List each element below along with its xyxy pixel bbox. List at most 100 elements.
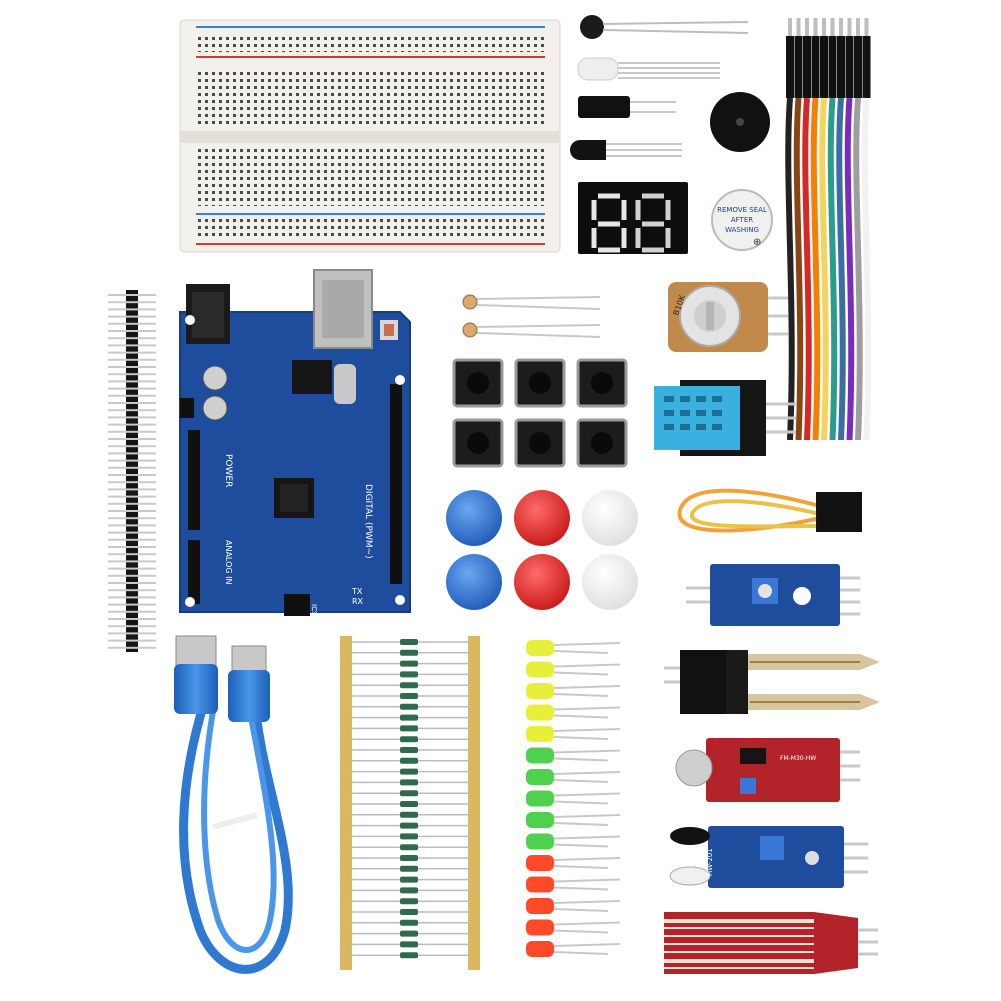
resistor-body xyxy=(400,822,418,829)
jumper-housing xyxy=(811,36,820,98)
led xyxy=(526,855,554,871)
led-lead xyxy=(553,671,609,676)
led xyxy=(526,898,554,914)
jumper-wire xyxy=(861,97,872,441)
resistor-body xyxy=(400,811,418,818)
header-pin xyxy=(108,409,156,412)
header-pin xyxy=(108,294,156,296)
jumper-housing xyxy=(845,36,854,98)
led-lead xyxy=(553,779,609,783)
led-lead xyxy=(553,929,609,934)
header-pin xyxy=(108,502,156,505)
header-pin xyxy=(108,646,156,649)
led-lead xyxy=(553,835,621,840)
tilt-switch xyxy=(578,96,676,118)
jumper-wire xyxy=(793,97,804,441)
resistor-body xyxy=(400,660,418,667)
tactile-button-plunger xyxy=(591,372,613,394)
resistor-body xyxy=(400,703,418,710)
button-cap xyxy=(514,490,570,546)
header-pin xyxy=(108,416,156,419)
resistor-body xyxy=(400,952,418,959)
header-pin xyxy=(108,582,156,584)
led-lead xyxy=(553,814,621,818)
jumper-pin xyxy=(788,18,792,36)
led xyxy=(526,941,554,957)
sound-sensor-module: FM-M30-HW xyxy=(675,738,860,802)
resistor-body xyxy=(400,725,418,732)
led-lead xyxy=(553,792,621,797)
jumper-wire xyxy=(785,97,795,441)
header-pin xyxy=(108,610,156,613)
led xyxy=(526,769,554,785)
led-lead xyxy=(553,886,609,891)
header-pin xyxy=(108,402,156,404)
header-pin xyxy=(108,538,156,541)
jumper-wire xyxy=(844,97,855,441)
flame-sensor-module: HW-201 xyxy=(669,826,868,888)
led-lead xyxy=(553,865,609,869)
led xyxy=(526,812,554,828)
jumper-wire xyxy=(802,97,812,441)
header-pin xyxy=(108,517,156,520)
led xyxy=(526,790,554,807)
header-pin xyxy=(108,387,156,390)
resistor-body xyxy=(400,919,418,926)
seven-segment-display xyxy=(578,182,688,254)
header-pin xyxy=(108,452,156,455)
header-pin xyxy=(108,524,156,527)
jumper-wire xyxy=(810,97,821,441)
resistor-tape xyxy=(340,636,480,970)
header-pin xyxy=(108,510,156,512)
led-lead xyxy=(553,757,609,762)
led-lead xyxy=(553,951,609,955)
led-lead xyxy=(553,908,609,912)
header-pin xyxy=(108,488,156,491)
analog-label: ANALOG IN xyxy=(224,540,233,585)
rx-label: RX xyxy=(352,597,364,606)
header-pin xyxy=(108,589,156,592)
header-pin xyxy=(108,366,156,368)
resistor-body xyxy=(400,930,418,937)
header-pin xyxy=(108,596,156,599)
header-pin xyxy=(108,625,156,628)
jumper-housing xyxy=(837,36,845,98)
resistor-body xyxy=(400,779,418,786)
led-lead xyxy=(553,921,621,926)
breadboard xyxy=(179,19,561,253)
thermistor xyxy=(580,15,749,39)
header-pin xyxy=(108,632,156,635)
header-pin xyxy=(108,546,156,548)
header-pin xyxy=(108,574,156,577)
led xyxy=(526,661,554,678)
jumper-pin xyxy=(847,18,852,36)
resistor-body xyxy=(400,757,418,764)
header-pin xyxy=(108,567,156,570)
led-lead xyxy=(553,642,621,646)
pin-header-strip xyxy=(108,290,156,652)
jumper-housing xyxy=(794,36,803,98)
jumper-pin xyxy=(830,18,835,36)
jumper-pin xyxy=(822,18,826,36)
resistor-body xyxy=(400,682,418,689)
header-pin xyxy=(108,351,156,354)
dht11-sensor-module xyxy=(654,380,796,456)
potentiometer: B10K xyxy=(668,282,788,352)
header-pin xyxy=(108,430,156,433)
led xyxy=(526,704,554,721)
resistor-body xyxy=(400,736,418,743)
led-lead xyxy=(553,736,609,740)
jumper-wire xyxy=(827,97,838,441)
resistor-body xyxy=(400,833,418,840)
jumper-wire xyxy=(819,97,829,441)
header-pin xyxy=(108,423,156,426)
led-lead xyxy=(553,822,609,826)
led-lead xyxy=(553,693,609,697)
button-cap xyxy=(582,554,638,610)
tactile-button-plunger xyxy=(591,432,613,454)
resistor-body xyxy=(400,639,418,645)
header-pin xyxy=(108,618,156,620)
resistor-body xyxy=(400,844,418,851)
led-lead xyxy=(553,663,621,668)
jumper-pin xyxy=(813,18,818,36)
